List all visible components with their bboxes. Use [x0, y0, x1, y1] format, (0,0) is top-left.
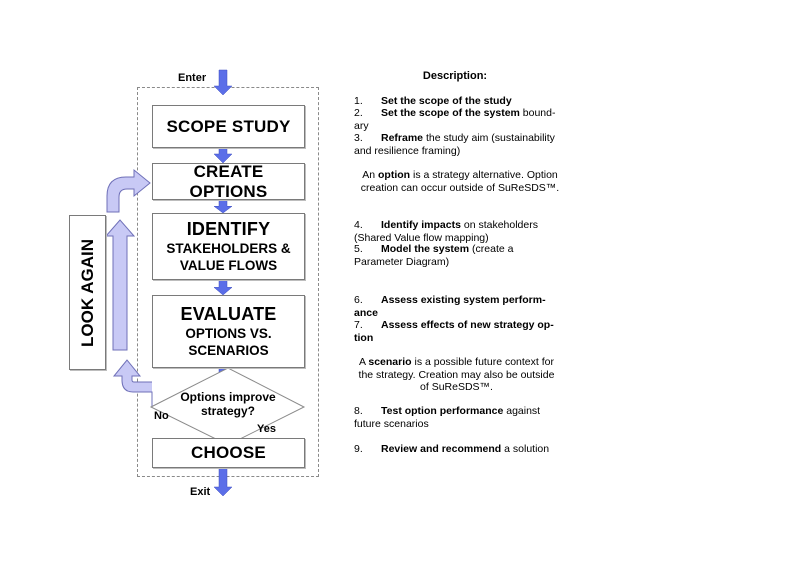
desc-item-7: 7.Assess effects of new strategy op-tion	[354, 319, 554, 344]
desc-item-3: 3.Reframe the study aim (sustainability …	[354, 132, 555, 157]
step-identify[interactable]: IDENTIFY STAKEHOLDERS & VALUE FLOWS	[152, 213, 305, 280]
step-title: CREATE OPTIONS	[189, 161, 268, 201]
look-again-label: LOOK AGAIN	[77, 238, 97, 347]
exit-label: Exit	[190, 486, 211, 498]
step-title: EVALUATE	[180, 304, 277, 324]
decision-line: Options improve	[180, 390, 276, 404]
step-scope-study[interactable]: SCOPE STUDY	[152, 105, 305, 148]
step-subtitle: VALUE FLOWS	[179, 258, 278, 273]
step-title: IDENTIFY	[186, 219, 271, 239]
step-title: CHOOSE	[191, 443, 266, 462]
description-heading: Description:	[422, 70, 488, 82]
loop-arrow-bottom-curve	[112, 359, 153, 408]
no-label: No	[154, 410, 169, 422]
desc-item-2: 2.Set the scope of the system bound-ary	[354, 107, 556, 132]
enter-label: Enter	[178, 72, 207, 84]
desc-item-6: 6.Assess existing system perform-ance	[354, 294, 546, 319]
step-subtitle: STAKEHOLDERS &	[166, 241, 291, 256]
step-subtitle: SCENARIOS	[188, 343, 269, 358]
desc-item-5: 5.Model the system (create a Parameter D…	[354, 243, 514, 268]
exit-arrow	[213, 465, 233, 497]
step-evaluate[interactable]: EVALUATE OPTIONS VS. SCENARIOS	[152, 295, 305, 368]
step-title: SCOPE STUDY	[166, 116, 291, 136]
decision-diamond	[149, 367, 306, 446]
desc-item-1: 1.Set the scope of the study	[354, 95, 512, 107]
decision-text: Options improve strategy?	[170, 390, 286, 418]
option-note: An option is a strategy alternative. Opt…	[360, 169, 560, 194]
yes-label: Yes	[257, 423, 276, 435]
desc-item-8: 8.Test option performance against future…	[354, 405, 541, 430]
desc-item-9: 9.Review and recommend a solution	[354, 443, 550, 455]
decision-line: strategy?	[200, 404, 256, 418]
step-subtitle: OPTIONS VS.	[185, 326, 272, 341]
look-again-box[interactable]: LOOK AGAIN	[69, 215, 106, 370]
arrow-identify-to-evaluate	[213, 277, 233, 296]
loop-arrow-vertical	[104, 219, 136, 351]
loop-arrow-top-curve	[106, 168, 151, 213]
desc-item-4: 4.Identify impacts on stakeholders (Shar…	[354, 219, 538, 244]
enter-arrow	[213, 69, 233, 96]
scenario-note: A scenario is a possible future context …	[358, 356, 555, 393]
step-create-options[interactable]: CREATE OPTIONS	[152, 161, 305, 201]
step-choose[interactable]: CHOOSE	[152, 438, 305, 468]
